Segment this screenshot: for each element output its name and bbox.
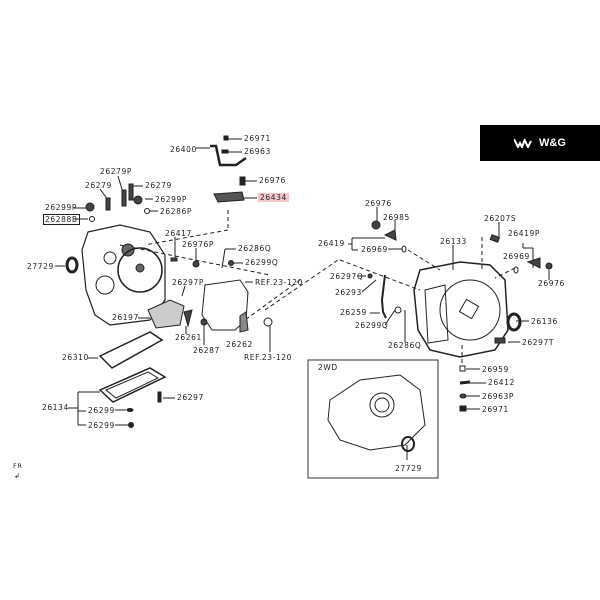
callout-26293: 26293 (335, 288, 362, 297)
lever-26434 (213, 191, 245, 203)
bolts-26279 (85, 183, 150, 222)
callout-26963P: 26963P (482, 392, 514, 401)
2wd-inset-box (307, 359, 439, 479)
callout-26288B: 26288B (43, 214, 80, 225)
fr-orientation-label: FR (13, 462, 23, 470)
callout-27729: 27729 (27, 262, 54, 271)
bracket-26197 (147, 299, 185, 329)
dashed-assembly-lines (119, 210, 516, 365)
gasket-26310 (98, 331, 164, 369)
callout-26136: 26136 (531, 317, 558, 326)
callout-26286Q: 26286Q (238, 244, 272, 253)
callout-26969: 26969 (361, 245, 388, 254)
callout-26976: 26976 (259, 176, 286, 185)
callout-26297T: 26297T (522, 338, 555, 347)
callout-26976P: 26976P (182, 240, 214, 249)
callout-26261: 26261 (175, 333, 202, 342)
callout-26299Q: 26299Q (355, 321, 389, 330)
callout-26286P: 26286P (160, 207, 192, 216)
inset-label-2wd: 2WD (318, 363, 338, 372)
callout-26279: 26279 (85, 181, 112, 190)
callout-26299P: 26299P (45, 203, 77, 212)
seal-27729-left (65, 256, 79, 274)
callout-26976: 26976 (365, 199, 392, 208)
callout-26971: 26971 (482, 405, 509, 414)
callout-26197: 26197 (112, 313, 139, 322)
callout-26434-highlighted: 26434 (258, 193, 289, 202)
seal-27729-inset (401, 436, 415, 452)
seal-26136 (506, 312, 522, 332)
callout-ref-23-120: REF.23-120 (255, 278, 304, 287)
callout-26297P: 26297P (172, 278, 204, 287)
pipe-26259 (380, 274, 387, 319)
brand-name: W&G (539, 137, 566, 149)
callout-26299P: 26299P (155, 195, 187, 204)
callout-26400: 26400 (170, 145, 197, 154)
callout-26412: 26412 (488, 378, 515, 387)
callout-26419P: 26419P (508, 229, 540, 238)
callout-26310: 26310 (62, 353, 89, 362)
callout-26985: 26985 (383, 213, 410, 222)
callout-26419: 26419 (318, 239, 345, 248)
oil-pan-26134 (98, 367, 167, 403)
callout-26297: 26297 (177, 393, 204, 402)
shift-lever-26400 (210, 135, 247, 186)
callout-26297Q: 26297Q (330, 272, 364, 281)
callout-26259: 26259 (340, 308, 367, 317)
callout-26279P: 26279P (100, 167, 132, 176)
callout-26417: 26417 (165, 229, 192, 238)
callout-26963: 26963 (244, 147, 271, 156)
callout-26969: 26969 (503, 252, 530, 261)
callout-26134: 26134 (42, 403, 69, 412)
callout-26959: 26959 (482, 365, 509, 374)
callout-26262: 26262 (226, 340, 253, 349)
callout-ref-23-120: REF.23-120 (244, 353, 293, 362)
callout-26299: 26299 (88, 421, 115, 430)
callout-26279: 26279 (145, 181, 172, 190)
callout-26299: 26299 (88, 406, 115, 415)
callout-27729: 27729 (395, 464, 422, 473)
callout-26133: 26133 (440, 237, 467, 246)
callout-26976: 26976 (538, 279, 565, 288)
transmission-case-left (81, 224, 166, 326)
fr-arrow-icon: ↲ (14, 472, 20, 480)
brand-chevrons-icon (514, 138, 532, 148)
callout-26207S: 26207S (484, 214, 517, 223)
brand-logo: W&G (480, 125, 600, 161)
transmission-case-right (413, 261, 509, 358)
callout-26286Q: 26286Q (388, 341, 422, 350)
callout-26971: 26971 (244, 134, 271, 143)
callout-26299Q: 26299Q (245, 258, 279, 267)
callout-26287: 26287 (193, 346, 220, 355)
